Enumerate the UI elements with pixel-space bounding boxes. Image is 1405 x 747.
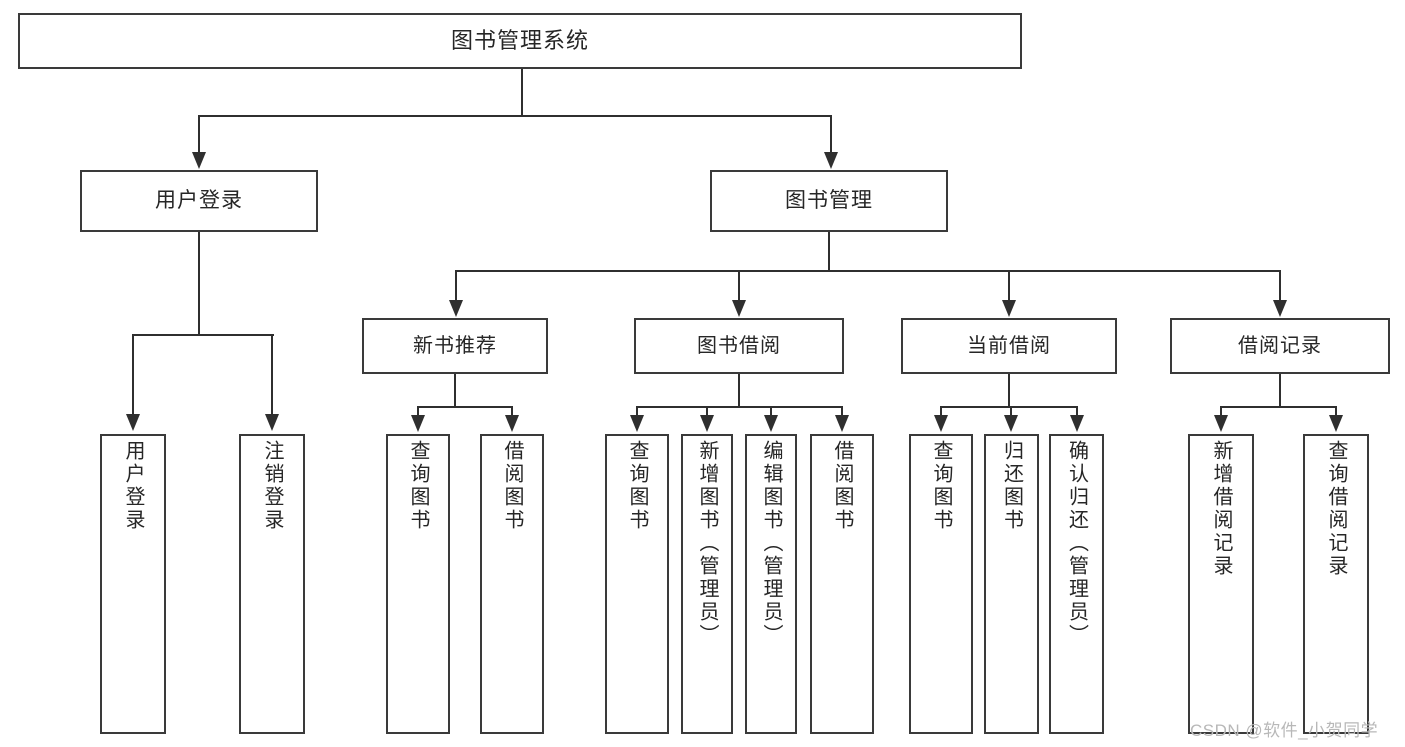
arrow-record-to-leaf-2: [1329, 415, 1343, 432]
connector-new-book-bar: [417, 406, 512, 408]
connector-borrow-stem: [738, 374, 740, 408]
node-borrow-record[interactable]: 借阅记录: [1170, 318, 1390, 374]
arrow-borrow-to-leaf-4: [835, 415, 849, 432]
leaf-query-borrow-record[interactable]: 查询借阅记录: [1303, 434, 1369, 734]
node-label: 图书借阅: [697, 334, 781, 357]
leaf-borrow-book[interactable]: 借阅图书: [810, 434, 874, 734]
node-book-management[interactable]: 图书管理: [710, 170, 948, 232]
connector-current-stem: [1008, 374, 1010, 408]
connector-user-login-stem: [198, 232, 200, 336]
arrow-current-to-leaf-1: [934, 415, 948, 432]
node-label: 借阅图书: [831, 440, 853, 532]
node-label: 图书管理系统: [450, 28, 589, 54]
connector-user-login-to-leaf-2: [271, 334, 273, 416]
arrow-book-mgmt-to-l3-1: [449, 300, 463, 317]
node-label: 用户登录: [122, 440, 144, 532]
arrow-borrow-to-leaf-2: [700, 415, 714, 432]
node-label: 注销登录: [261, 440, 283, 532]
node-label: 图书管理: [785, 188, 873, 212]
leaf-add-borrow-record[interactable]: 新增借阅记录: [1188, 434, 1254, 734]
connector-record-bar: [1220, 406, 1336, 408]
connector-new-book-to-leaf-2: [511, 406, 513, 418]
arrow-new-book-to-leaf-2: [505, 415, 519, 432]
connector-book-mgmt-to-l3-1: [455, 270, 457, 302]
arrow-book-mgmt-to-l3-4: [1273, 300, 1287, 317]
connector-current-to-leaf-1: [940, 406, 942, 418]
leaf-edit-book-admin[interactable]: 编辑图书（管理员）: [745, 434, 797, 734]
arrow-root-to-user-login: [192, 152, 206, 169]
node-label: 查询图书: [930, 440, 952, 532]
leaf-query-book-borrow[interactable]: 查询图书: [605, 434, 669, 734]
connector-record-stem: [1279, 374, 1281, 408]
leaf-query-book-recommend[interactable]: 查询图书: [386, 434, 450, 734]
node-label: 新书推荐: [413, 334, 497, 357]
node-label: 编辑图书（管理员）: [760, 440, 782, 647]
connector-current-to-leaf-2: [1010, 406, 1012, 418]
node-label: 查询借阅记录: [1325, 440, 1347, 578]
node-label: 查询图书: [626, 440, 648, 532]
node-root-system[interactable]: 图书管理系统: [18, 13, 1022, 69]
connector-new-book-to-leaf-1: [417, 406, 419, 418]
node-label: 查询图书: [407, 440, 429, 532]
csdn-watermark: CSDN @软件_小贺同学: [1190, 721, 1379, 740]
node-current-borrow[interactable]: 当前借阅: [901, 318, 1117, 374]
connector-book-mgmt-to-l3-2: [738, 270, 740, 302]
arrow-current-to-leaf-2: [1004, 415, 1018, 432]
connector-root-to-user-login: [198, 115, 200, 155]
leaf-logout-login[interactable]: 注销登录: [239, 434, 305, 734]
connector-new-book-stem: [454, 374, 456, 408]
arrow-book-mgmt-to-l3-2: [732, 300, 746, 317]
connector-root-bar: [198, 115, 832, 117]
connector-book-mgmt-stem: [828, 232, 830, 272]
arrow-record-to-leaf-1: [1214, 415, 1228, 432]
connector-user-login-bar: [134, 334, 274, 336]
connector-book-mgmt-to-l3-4: [1279, 270, 1281, 302]
node-label: 新增图书（管理员）: [696, 440, 718, 647]
connector-record-to-leaf-2: [1335, 406, 1337, 418]
connector-root-to-book-mgmt: [830, 115, 832, 155]
node-label: 借阅记录: [1238, 334, 1322, 357]
connector-root-stem: [521, 69, 523, 117]
arrow-new-book-to-leaf-1: [411, 415, 425, 432]
arrow-borrow-to-leaf-3: [764, 415, 778, 432]
node-user-login[interactable]: 用户登录: [80, 170, 318, 232]
arrow-user-login-to-leaf-2: [265, 414, 279, 431]
node-label: 归还图书: [1000, 440, 1023, 532]
node-label: 当前借阅: [967, 334, 1051, 357]
node-label: 确认归还（管理员）: [1065, 440, 1088, 647]
leaf-confirm-return-admin[interactable]: 确认归还（管理员）: [1049, 434, 1104, 734]
node-label: 用户登录: [155, 188, 243, 212]
leaf-query-book-current[interactable]: 查询图书: [909, 434, 973, 734]
connector-borrow-to-leaf-4: [841, 406, 843, 418]
leaf-return-book[interactable]: 归还图书: [984, 434, 1039, 734]
leaf-user-login[interactable]: 用户登录: [100, 434, 166, 734]
node-label: 借阅图书: [501, 440, 523, 532]
arrow-book-mgmt-to-l3-3: [1002, 300, 1016, 317]
node-new-book-recommend[interactable]: 新书推荐: [362, 318, 548, 374]
leaf-add-book-admin[interactable]: 新增图书（管理员）: [681, 434, 733, 734]
arrow-borrow-to-leaf-1: [630, 415, 644, 432]
connector-borrow-to-leaf-1: [636, 406, 638, 418]
connector-record-to-leaf-1: [1220, 406, 1222, 418]
connector-borrow-to-leaf-2: [706, 406, 708, 418]
connector-borrow-bar: [636, 406, 842, 408]
connector-current-bar: [940, 406, 1077, 408]
arrow-user-login-to-leaf-1: [126, 414, 140, 431]
arrow-current-to-leaf-3: [1070, 415, 1084, 432]
node-book-borrow[interactable]: 图书借阅: [634, 318, 844, 374]
connector-borrow-to-leaf-3: [770, 406, 772, 418]
node-label: 新增借阅记录: [1210, 440, 1232, 578]
connector-user-login-to-leaf-1: [132, 334, 134, 416]
leaf-borrow-book-recommend[interactable]: 借阅图书: [480, 434, 544, 734]
connector-book-mgmt-bar: [456, 270, 1280, 272]
arrow-root-to-book-mgmt: [824, 152, 838, 169]
connector-current-to-leaf-3: [1076, 406, 1078, 418]
connector-book-mgmt-to-l3-3: [1008, 270, 1010, 302]
